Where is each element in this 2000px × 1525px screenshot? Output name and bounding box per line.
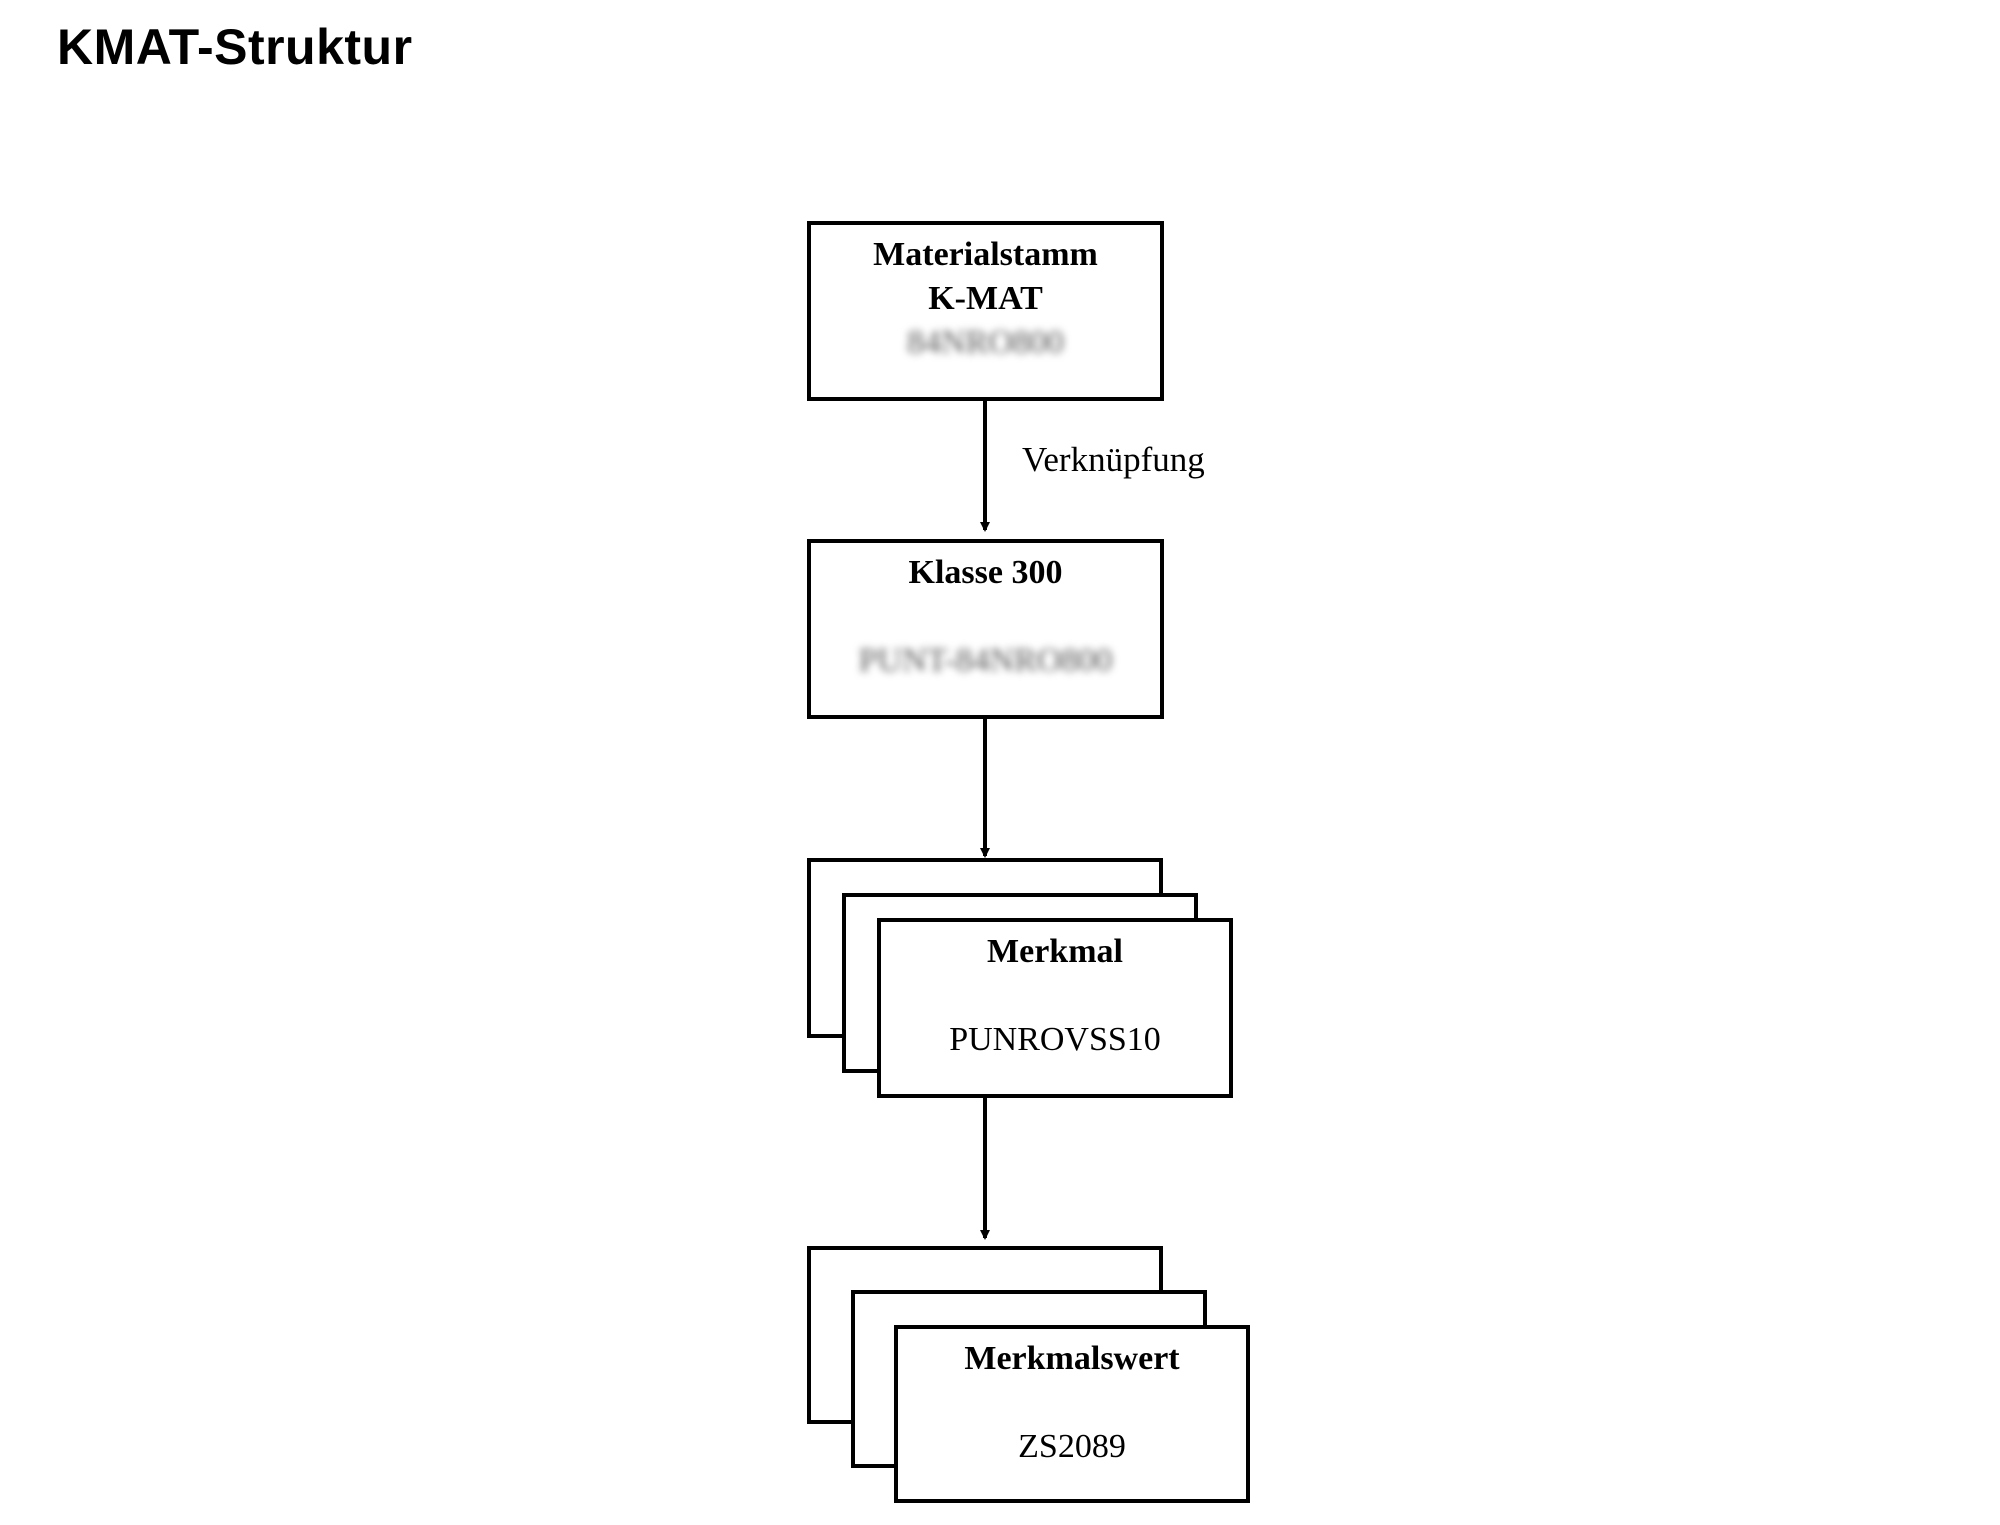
material-master-title: Materialstamm <box>873 236 1098 273</box>
material-master-box: Materialstamm K-MAT 84NRO800 <box>807 221 1164 401</box>
material-master-number-redacted: 84NRO800 <box>907 324 1064 361</box>
class-title: Klasse 300 <box>908 554 1063 591</box>
page-title: KMAT-Struktur <box>57 19 413 75</box>
characteristic-value-title: Merkmalswert <box>964 1340 1180 1377</box>
characteristic-box: Merkmal PUNROVSS10 <box>877 918 1233 1098</box>
link-label: Verknüpfung <box>1022 440 1205 479</box>
characteristic-title: Merkmal <box>987 933 1123 970</box>
characteristic-value-name: ZS2089 <box>1018 1428 1126 1465</box>
characteristic-name: PUNROVSS10 <box>949 1021 1161 1058</box>
class-name-redacted: PUNT-84NRO800 <box>858 642 1113 679</box>
class-box: Klasse 300 PUNT-84NRO800 <box>807 539 1164 719</box>
characteristic-value-box: Merkmalswert ZS2089 <box>894 1325 1250 1503</box>
material-master-subtitle: K-MAT <box>928 280 1043 317</box>
